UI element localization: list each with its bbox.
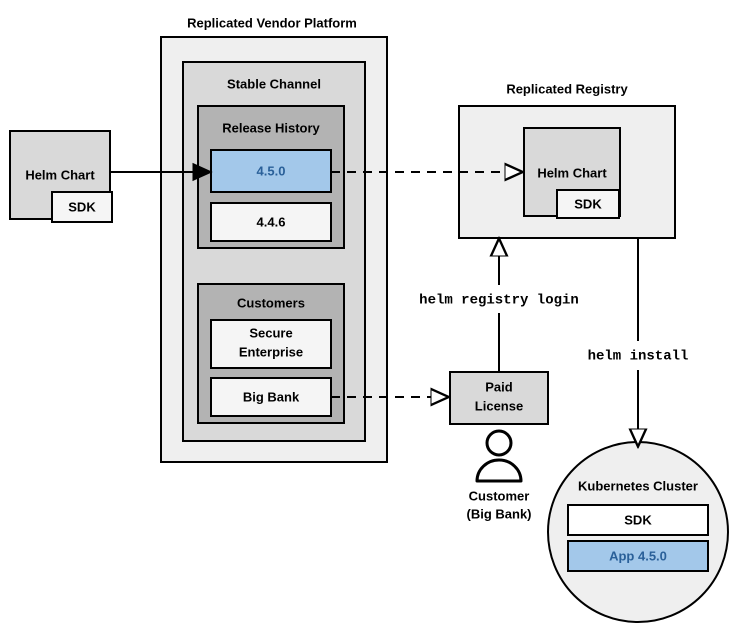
stable-channel-label: Stable Channel (227, 76, 321, 91)
customer-item-secure-enterprise[interactable] (210, 319, 332, 369)
release-item-4-4-6[interactable] (210, 202, 332, 242)
registry-sdk-label: SDK (574, 196, 602, 211)
command-helm-install: helm install (588, 349, 689, 365)
person-icon (475, 429, 523, 483)
helm-chart-source-label: Helm Chart (25, 167, 95, 182)
customer-item-big-bank[interactable] (210, 377, 332, 417)
cluster-component-sdk-label: SDK (624, 512, 652, 527)
cluster-component-app[interactable] (567, 540, 709, 572)
release-item-4-4-6-label: 4.4.6 (257, 214, 286, 229)
customer-item-big-bank-label: Big Bank (243, 389, 300, 404)
customer-item-secure-enterprise-label-line1: Secure (249, 325, 292, 340)
registry-title: Replicated Registry (506, 81, 628, 96)
customer-item-secure-enterprise-label-line2: Enterprise (239, 344, 303, 359)
customer-actor-label-line1: Customer (469, 488, 530, 503)
cluster-component-sdk[interactable] (567, 504, 709, 536)
helm-chart-source-sdk-label: SDK (68, 199, 96, 214)
vendor-platform-title: Replicated Vendor Platform (187, 15, 357, 30)
helm-chart-source-sdk-box (51, 191, 113, 223)
release-history-label: Release History (222, 120, 320, 135)
release-item-4-5-0-label: 4.5.0 (257, 163, 286, 178)
helm-chart-source-group: Helm Chart SDK (9, 130, 113, 223)
kubernetes-cluster-label: Kubernetes Cluster (578, 478, 698, 493)
paid-license-label-line2: License (475, 398, 523, 413)
command-helm-registry-login: helm registry login (419, 293, 579, 309)
registry-helm-chart-label: Helm Chart (537, 165, 607, 180)
registry-sdk-box (556, 189, 620, 219)
cluster-component-app-label: App 4.5.0 (609, 548, 667, 563)
customers-label: Customers (237, 295, 305, 310)
paid-license-label-line1: Paid (485, 379, 513, 394)
customer-actor-label-line2: (Big Bank) (467, 506, 532, 521)
